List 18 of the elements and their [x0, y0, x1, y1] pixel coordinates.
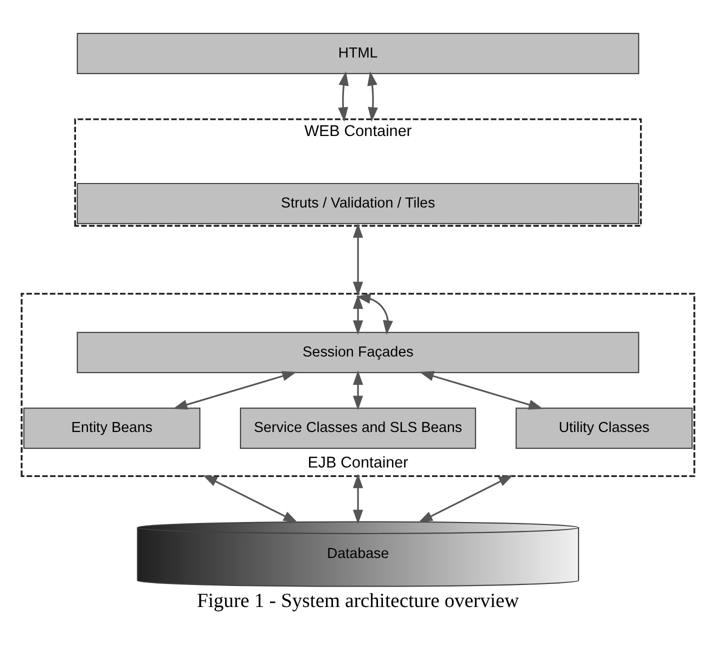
arrow	[352, 294, 364, 334]
arrow	[338, 70, 349, 122]
arrow	[352, 222, 364, 296]
arrow	[352, 473, 364, 524]
arrow	[356, 293, 394, 334]
arrow	[202, 474, 298, 522]
arrow	[352, 370, 364, 410]
arrow	[172, 370, 297, 410]
arrow	[419, 370, 544, 410]
arrow	[367, 70, 378, 122]
node-box: Session Façades	[76, 331, 640, 373]
node-box: Utility Classes	[516, 407, 693, 448]
node-box: Struts / Validation / Tiles	[76, 182, 640, 224]
caption: Figure 1 - System architecture overview	[196, 589, 520, 612]
node-box: Entity Beans	[23, 407, 200, 448]
node-box: Service Classes and SLS Beans	[240, 407, 476, 448]
node-box: HTML	[76, 32, 640, 74]
arrow	[418, 474, 514, 522]
